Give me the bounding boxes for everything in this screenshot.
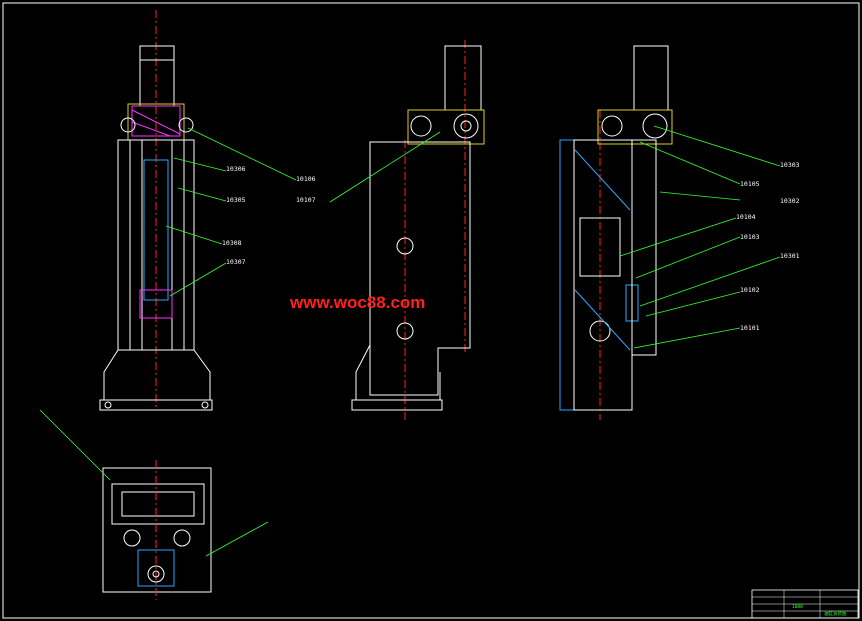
part-label-10307: 10307 (226, 258, 246, 266)
left-section-view (99, 10, 213, 411)
title-block-name: 油缸总装图 (824, 610, 847, 617)
part-label-10105: 10105 (740, 180, 760, 188)
part-label-10101: 10101 (740, 324, 760, 332)
part-label-10306: 10306 (226, 165, 246, 173)
bottom-plan-view (102, 460, 212, 600)
middle-side-view (351, 40, 485, 420)
part-label-10104: 10104 (736, 213, 756, 221)
part-label-10103: 10103 (740, 233, 760, 241)
part-label-10305: 10305 (226, 196, 246, 204)
leader-lines (39, 125, 781, 557)
part-label-10303: 10303 (780, 161, 800, 169)
part-label-10301: 10301 (780, 252, 800, 260)
watermark-text: www.woc88.com (289, 293, 425, 312)
title-block: 1080 油缸总装图 (751, 589, 859, 619)
title-block-code: 1080 (792, 604, 803, 610)
part-labels: 10306 10305 10308 10307 10106 10107 1030… (222, 161, 800, 332)
part-label-10302: 10302 (780, 197, 800, 205)
part-label-10102: 10102 (740, 286, 760, 294)
right-section-view (559, 45, 673, 420)
part-label-10308: 10308 (222, 239, 242, 247)
part-label-10107: 10107 (296, 196, 316, 204)
part-label-10106: 10106 (296, 175, 316, 183)
